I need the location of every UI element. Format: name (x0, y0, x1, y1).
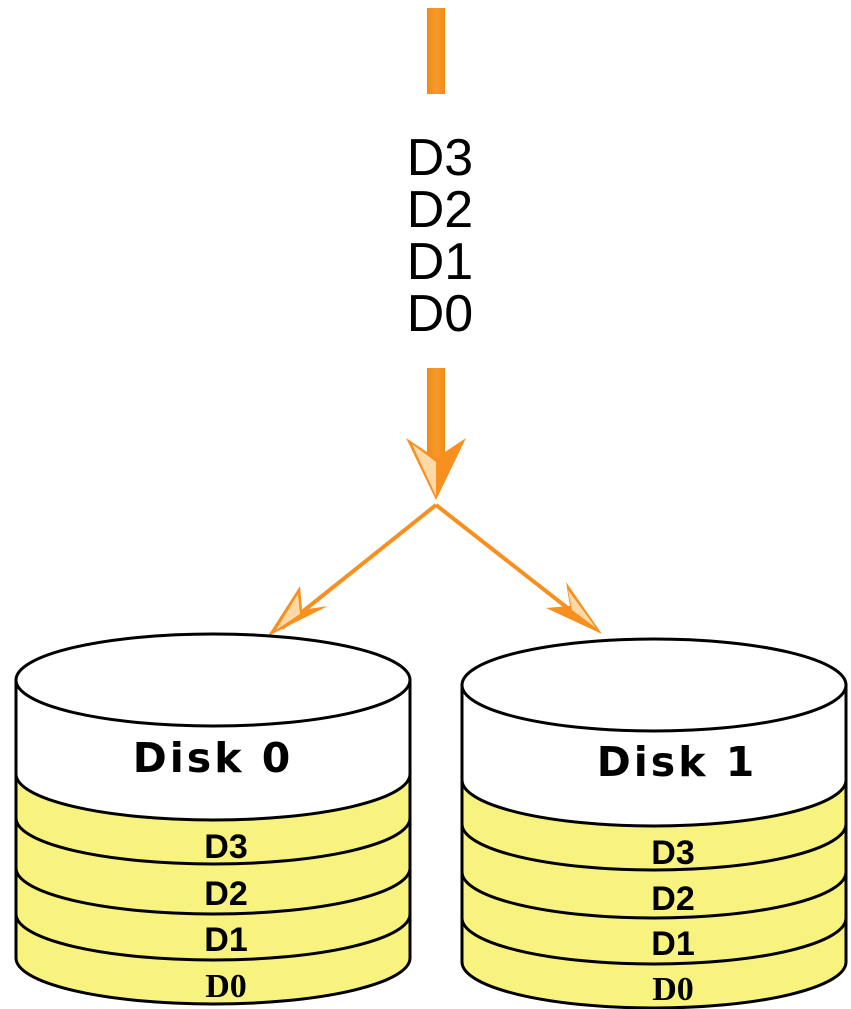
band-separator (14, 773, 412, 822)
band-separator (14, 867, 412, 916)
band-separator (14, 817, 412, 866)
band-separator (14, 913, 412, 962)
disk-band-label: D2 (204, 875, 247, 913)
incoming-arrow-bottom (406, 368, 466, 500)
incoming-arrow-bottom-shaft (427, 368, 445, 460)
disk-title: Disk 0 (133, 734, 294, 782)
incoming-arrowhead-highlight (412, 444, 436, 496)
data-block-stack: D3 D2 D1 D0 (407, 129, 473, 343)
data-block-label: D0 (407, 285, 473, 343)
band-separator (460, 779, 848, 828)
data-block-label: D1 (407, 233, 473, 291)
disk-band-label: D3 (204, 828, 247, 866)
disk-top-ellipse (460, 637, 848, 733)
arrow-to-disk-0-head-highlight (276, 594, 300, 630)
incoming-arrow-top (427, 8, 445, 94)
disk-0: Disk 0 D3 D2 D1 D0 (14, 632, 412, 1006)
arrow-to-disk-0-shaft (280, 503, 438, 630)
disk-band-label: D1 (651, 925, 694, 963)
band-separator (460, 823, 848, 872)
band-separator (460, 917, 848, 966)
disk-band-label: D0 (205, 968, 247, 1005)
mirror-split-arrows (268, 503, 602, 636)
incoming-arrow-top-shaft (427, 8, 445, 94)
disk-title: Disk 1 (597, 738, 758, 786)
disk-band-label: D1 (204, 921, 247, 959)
arrow-to-disk-1-head-highlight (568, 590, 596, 628)
data-block-label: D2 (407, 181, 473, 239)
disk-band-label: D3 (651, 834, 694, 872)
disk-top-ellipse (14, 632, 412, 728)
data-block-label: D3 (407, 129, 473, 187)
disk-1: Disk 1 D3 D2 D1 D0 (460, 637, 848, 1009)
band-separator (460, 871, 848, 920)
disk-band-label: D2 (651, 880, 694, 918)
arrow-to-disk-1-shaft (434, 503, 590, 626)
disk-band-label: D0 (652, 971, 694, 1008)
